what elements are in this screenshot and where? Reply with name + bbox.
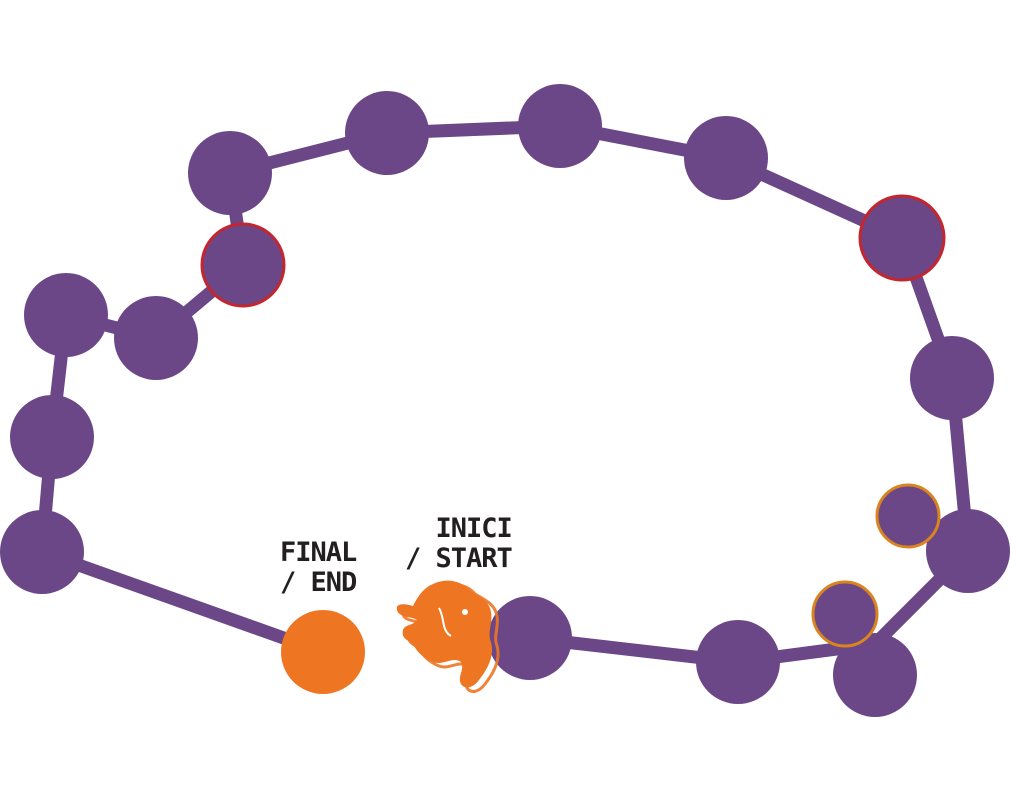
path-node bbox=[684, 116, 768, 200]
path-node-highlighted-orange bbox=[875, 483, 941, 549]
path-node bbox=[10, 395, 94, 479]
pawn-figure-icon bbox=[396, 580, 500, 693]
path-node bbox=[114, 296, 198, 380]
pawn-figure-eye bbox=[462, 609, 468, 615]
pawn-figure-body bbox=[396, 580, 493, 688]
path-node-highlighted-red bbox=[858, 194, 946, 282]
start-label-line1: INICI bbox=[435, 513, 513, 544]
path-node bbox=[926, 509, 1010, 593]
path-node bbox=[696, 620, 780, 704]
path-node bbox=[488, 596, 572, 680]
path-node bbox=[188, 131, 272, 215]
start-label-line2: / START bbox=[405, 543, 513, 574]
path-line bbox=[35, 119, 975, 669]
path-node bbox=[833, 633, 917, 717]
end-marker bbox=[281, 610, 365, 694]
end-label: FINAL / END bbox=[280, 537, 357, 598]
path-node-highlighted-orange bbox=[811, 580, 879, 648]
path-node bbox=[345, 91, 429, 175]
end-dot-icon bbox=[281, 610, 365, 694]
path-node-highlighted-red bbox=[200, 222, 286, 308]
path-node bbox=[0, 510, 84, 594]
end-label-line2: / END bbox=[280, 567, 357, 598]
start-label: INICI / START bbox=[405, 513, 513, 574]
path-nodes bbox=[0, 84, 1010, 717]
path-track bbox=[35, 119, 975, 669]
pawn-figure-detail bbox=[438, 607, 452, 637]
path-node bbox=[518, 84, 602, 168]
path-node bbox=[24, 273, 108, 357]
path-node bbox=[910, 336, 994, 420]
end-label-line1: FINAL bbox=[280, 537, 357, 568]
